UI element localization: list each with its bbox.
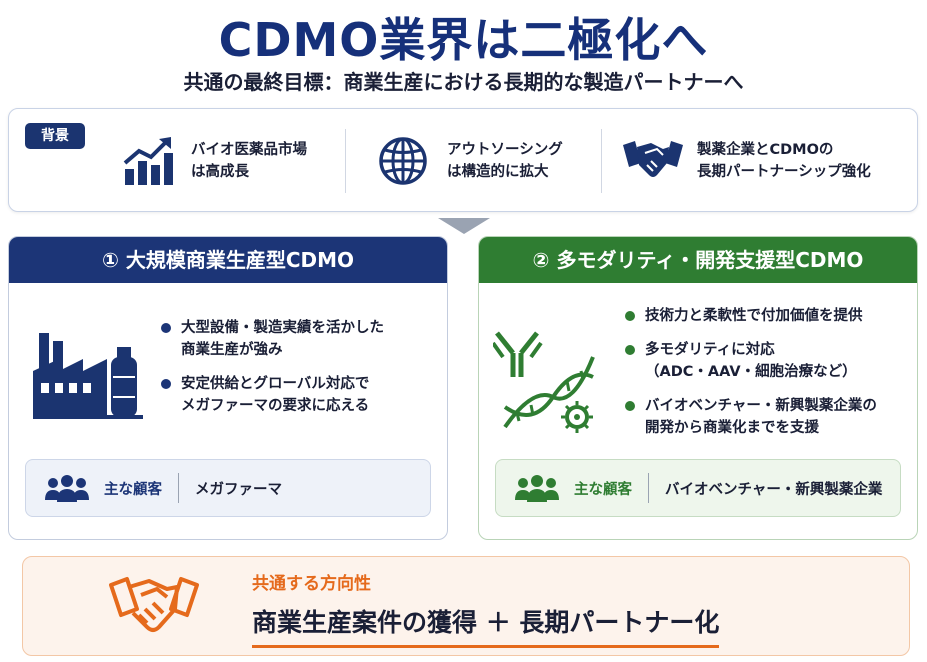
- background-item-partnership: 製薬企業とCDMOの 長期パートナーシップ強化: [623, 109, 871, 213]
- people-group-icon: [44, 474, 96, 502]
- customer-label: 主な顧客: [574, 481, 632, 498]
- globe-icon: [373, 131, 433, 191]
- background-item-market: バイオ医薬品市場 は高成長: [117, 109, 307, 213]
- divider: [178, 473, 179, 503]
- handshake-icon: [109, 569, 199, 649]
- customer-value: バイオベンチャー・新興製薬企業: [665, 481, 883, 498]
- down-arrow-icon: [438, 218, 490, 234]
- factory-icon: [33, 321, 143, 425]
- background-box: 背景 バイオ医薬品市場 は高成長 アウトソ: [8, 108, 918, 212]
- background-item-outsourcing: アウトソーシング は構造的に拡大: [373, 109, 563, 213]
- divider: [648, 473, 649, 503]
- background-item-text: バイオ医薬品市場 は高成長: [191, 142, 307, 180]
- background-item-text: アウトソーシング は構造的に拡大: [447, 142, 563, 180]
- bullet-item: バイオベンチャー・新興製薬企業の 開発から商業化までを支援: [623, 395, 877, 439]
- background-tag: 背景: [25, 123, 85, 149]
- panel-header: ② 多モダリティ・開発支援型CDMO: [479, 237, 917, 283]
- divider: [601, 129, 602, 193]
- page-title: CDMO業界は二極化へ: [218, 13, 709, 67]
- people-group-icon: [514, 474, 566, 502]
- common-direction-box: 共通する方向性 商業生産案件の獲得 ＋ 長期パートナー化: [22, 556, 910, 656]
- growth-chart-icon: [117, 131, 177, 191]
- customer-label: 主な顧客: [104, 481, 162, 498]
- bullet-list: 大型設備・製造実績を活かした 商業生産が強み 安定供給とグローバル対応で メガフ…: [159, 317, 384, 429]
- main-customer-box: 主な顧客 バイオベンチャー・新興製薬企業: [495, 459, 901, 517]
- common-direction-label: 共通する方向性: [252, 574, 371, 594]
- page-subtitle: 共通の最終目標：商業生産における長期的な製造パートナーへ: [183, 70, 744, 94]
- bullet-item: 多モダリティに対応 （ADC・AAV・細胞治療など）: [623, 339, 877, 383]
- panel-multi-modality-cdmo: ② 多モダリティ・開発支援型CDMO: [478, 236, 918, 540]
- bullet-item: 技術力と柔軟性で付加価値を提供: [623, 305, 877, 327]
- common-direction-text: 商業生産案件の獲得 ＋ 長期パートナー化: [252, 603, 720, 648]
- panel-header: ① 大規模商業生産型CDMO: [9, 237, 447, 283]
- handshake-icon: [623, 131, 683, 191]
- customer-value: メガファーマ: [195, 481, 282, 498]
- bullet-item: 安定供給とグローバル対応で メガファーマの要求に応える: [159, 373, 384, 417]
- panel-large-scale-cdmo: ① 大規模商業生産型CDMO 大型設備・製造実績を活かした 商業生産が強み 安定…: [8, 236, 448, 540]
- divider: [345, 129, 346, 193]
- antibody-dna-virus-icon: [491, 317, 603, 441]
- bullet-item: 大型設備・製造実績を活かした 商業生産が強み: [159, 317, 384, 361]
- bullet-list: 技術力と柔軟性で付加価値を提供 多モダリティに対応 （ADC・AAV・細胞治療な…: [623, 305, 877, 451]
- main-customer-box: 主な顧客 メガファーマ: [25, 459, 431, 517]
- background-item-text: 製薬企業とCDMOの 長期パートナーシップ強化: [697, 142, 871, 180]
